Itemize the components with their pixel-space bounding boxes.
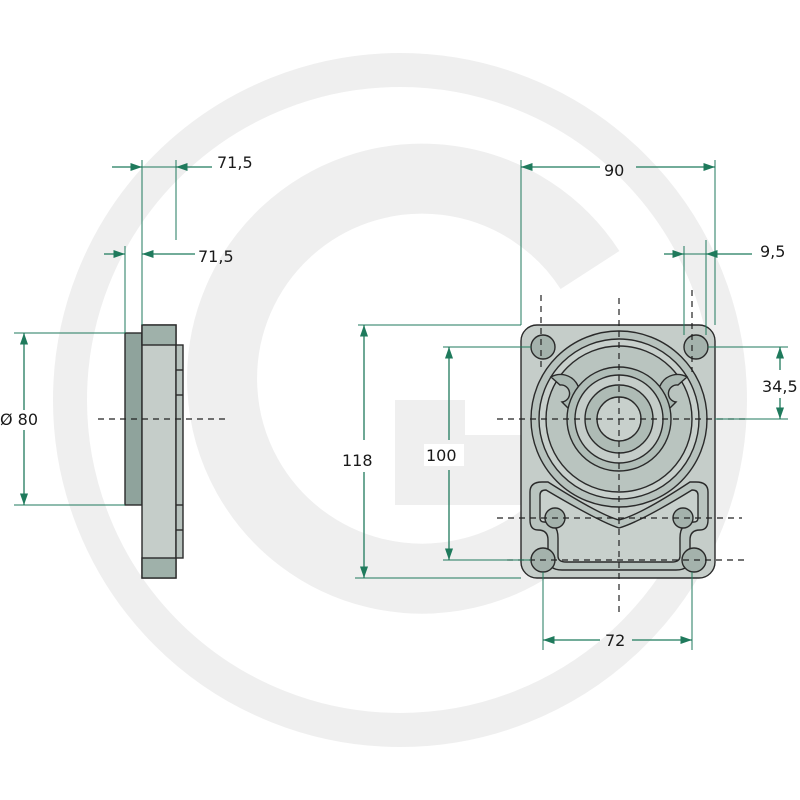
side-rim [175, 344, 184, 559]
side-flange [141, 324, 177, 579]
dim-pilot-diameter: Ø 80 [0, 410, 38, 429]
dim-second-width: 71,5 [198, 247, 234, 266]
dim-hole-spacing-vertical: 100 [426, 446, 457, 465]
watermark-logo [53, 53, 747, 747]
side-flange-bottom [141, 557, 177, 579]
hole-top-left [530, 334, 556, 360]
dim-hole-offset: 9,5 [760, 242, 785, 261]
side-flange-top [141, 324, 177, 346]
side-view: 71,5 71,5 Ø 80 [0, 153, 253, 579]
dim-overall-width: 90 [604, 161, 624, 180]
dim-hole-spacing-horizontal: 72 [605, 631, 625, 650]
dim-top-width: 71,5 [217, 153, 253, 172]
front-view [497, 290, 750, 612]
hole-top-right [683, 334, 709, 360]
front-dimensions: 90 9,5 118 100 34,5 72 [340, 160, 800, 650]
dim-overall-height: 118 [342, 451, 373, 470]
dim-center-offset: 34,5 [762, 377, 798, 396]
